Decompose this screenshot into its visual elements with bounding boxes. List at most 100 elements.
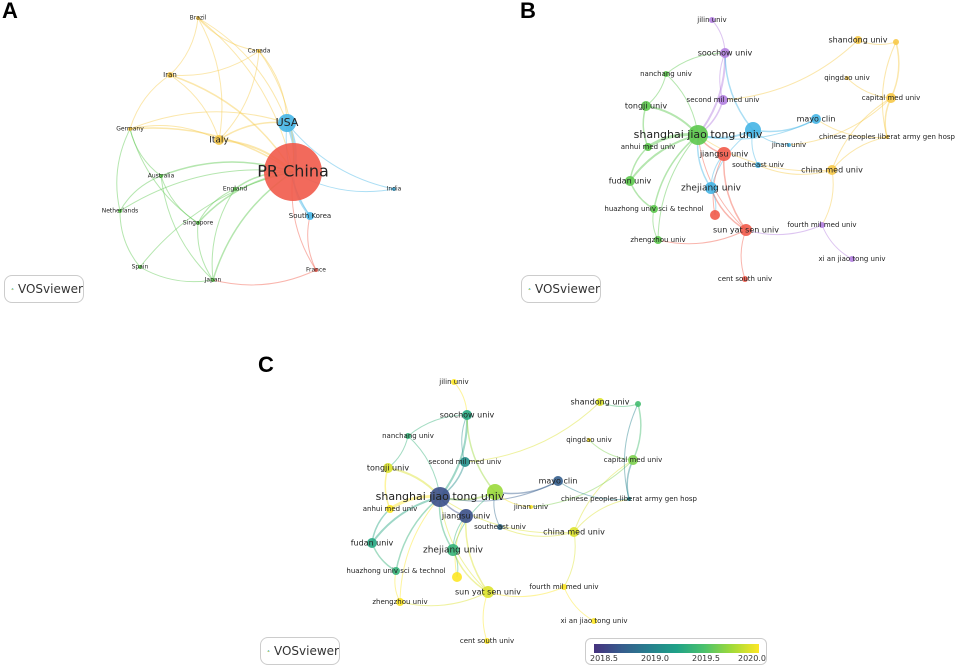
panel-b-node[interactable] [755,162,761,168]
panel-b-node[interactable] [625,176,635,186]
panel-a-node[interactable] [257,49,261,53]
panel-label-b: B [520,0,536,23]
panel-c-node[interactable] [529,505,533,509]
panel-b-node[interactable] [811,114,821,124]
vosviewer-badge-c: VOSviewer [260,637,340,665]
panel-c-node[interactable] [459,509,473,523]
panel-c-node-label: second mil med univ [429,458,502,466]
panel-a-node[interactable] [264,143,322,201]
panel-a-node[interactable] [196,16,200,20]
panel-c-edge [466,414,496,493]
panel-c-node[interactable] [561,584,567,590]
panel-a-node[interactable] [233,187,237,191]
panel-a-node[interactable] [211,278,215,282]
panel-a-node[interactable] [278,114,296,132]
panel-c-node[interactable] [447,544,459,556]
panel-b-edge [629,134,699,182]
panel-a-edge [212,269,317,286]
panel-a-node-label: Italy [209,136,229,146]
panel-b-node[interactable] [688,125,708,145]
panel-b-node[interactable] [717,147,731,161]
panel-c-node[interactable] [487,484,503,500]
panel-b-node[interactable] [705,182,717,194]
panel-a-edge [307,215,317,271]
panel-a-node[interactable] [138,265,142,269]
panel-c-node-label: soochow univ [440,411,495,420]
panel-b-node-label: sun yat sen univ [713,226,779,235]
panel-a-node[interactable] [118,209,122,213]
panel-b-node[interactable] [827,165,837,175]
panel-c-edge [439,496,575,534]
panel-a-node-label: England [223,186,248,193]
panel-a-node[interactable] [214,135,224,145]
panel-c-node[interactable] [482,586,494,598]
panel-c-node[interactable] [392,567,400,575]
panel-a-edge [197,222,214,281]
panel-c-node[interactable] [396,598,404,606]
panel-b-node[interactable] [650,205,658,213]
colorbar-tick: 2019.5 [692,654,720,663]
panel-b-node[interactable] [709,17,715,23]
panel-c-node[interactable] [627,497,631,501]
panel-b-node[interactable] [654,236,662,244]
panel-c-node[interactable] [386,505,394,513]
panel-c-node[interactable] [462,410,472,420]
panel-b-node[interactable] [886,93,896,103]
panel-b-node-label: zhengzhou univ [630,236,685,244]
panel-a-node[interactable] [306,212,314,220]
panel-a-node[interactable] [196,221,200,225]
panel-b-node[interactable] [641,101,651,111]
panel-a-edge [119,175,162,212]
panel-a-node-label: PR China [257,162,329,181]
panel-c-node[interactable] [635,401,641,407]
panel-b-node[interactable] [885,135,889,139]
panel-c-node[interactable] [367,538,377,548]
panel-b-node[interactable] [740,224,752,236]
panel-c-node[interactable] [460,457,470,467]
panel-b-edge [831,136,888,171]
panel-c-edge [407,435,441,498]
panel-a-node[interactable] [128,127,132,131]
panel-c-node[interactable] [569,527,579,537]
panel-b-node[interactable] [718,95,728,105]
panel-a-edge [197,188,236,224]
panel-c-edge [482,591,489,642]
panel-c-edge [371,496,441,544]
panel-c-node[interactable] [497,524,503,530]
panel-a-node[interactable] [314,268,318,272]
panel-a-node[interactable] [392,187,396,191]
panel-b-node[interactable] [720,48,730,58]
panel-c-node[interactable] [430,487,450,507]
panel-c-edge [573,498,630,533]
panel-b-node[interactable] [854,36,862,44]
panel-b-node[interactable] [742,276,748,282]
panel-b-node[interactable] [710,210,720,220]
panel-a-node-label: South Korea [289,212,331,220]
panel-c-node[interactable] [383,463,393,473]
panel-c-node-label: shanghai jiao tong univ [376,490,505,503]
panel-b-node[interactable] [745,122,761,138]
panel-c-node[interactable] [452,572,462,582]
panel-c-node[interactable] [596,398,604,406]
panel-c-node[interactable] [484,638,490,644]
panel-a-node[interactable] [159,174,163,178]
panel-c-node[interactable] [405,433,411,439]
panel-a-node-label: India [387,186,402,193]
panel-a-node[interactable] [167,72,173,78]
panel-b-node[interactable] [663,71,669,77]
panel-b-node[interactable] [787,143,791,147]
panel-b-node[interactable] [819,222,825,228]
panel-b-edge [757,164,833,175]
panel-b-node[interactable] [849,256,855,262]
panel-c-node[interactable] [451,379,457,385]
panel-c-node[interactable] [628,455,638,465]
panel-b-node[interactable] [893,39,899,45]
panel-c-node[interactable] [587,438,591,442]
panel-b-node[interactable] [644,143,652,151]
panel-b-edge [665,52,726,75]
panel-c-node[interactable] [591,618,597,624]
panel-b-node[interactable] [845,76,849,80]
panel-c-node[interactable] [553,476,563,486]
vosviewer-brand-text: VOSviewer [273,644,339,658]
